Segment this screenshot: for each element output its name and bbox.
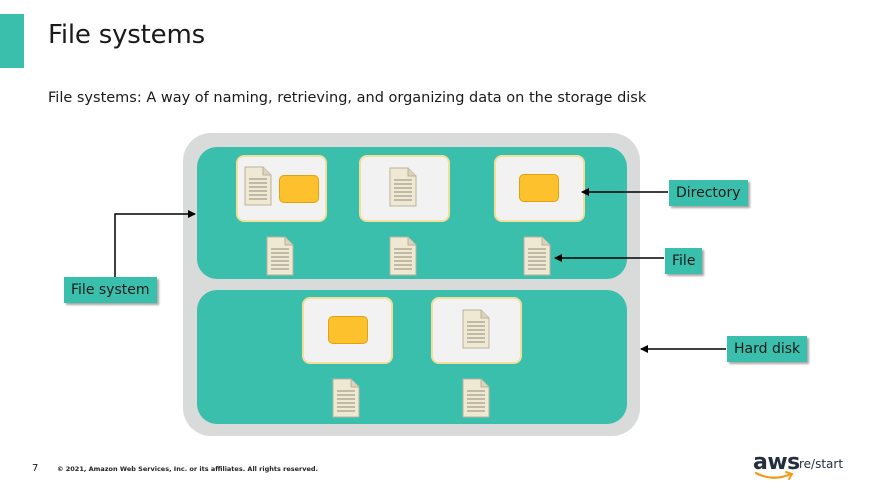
arrow-file-system — [114, 210, 196, 277]
label-hard-disk: Hard disk — [727, 336, 808, 362]
slide-subtitle: File systems: A way of naming, retrievin… — [48, 90, 647, 106]
aws-smile-icon — [754, 471, 794, 480]
logo-restart-text: re/start — [799, 457, 844, 471]
aws-restart-logo: aws re/start — [753, 450, 853, 486]
file-system-panel-bottom — [197, 290, 627, 424]
folder-icon — [328, 316, 368, 344]
slide-title: File systems — [48, 20, 205, 50]
folder-icon — [519, 174, 559, 202]
label-directory: Directory — [669, 180, 748, 206]
label-file-system: File system — [64, 277, 157, 303]
copyright-notice: © 2021, Amazon Web Services, Inc. or its… — [57, 465, 318, 473]
logo-aws-text: aws — [753, 450, 800, 475]
label-file: File — [665, 248, 703, 274]
title-accent-bar — [0, 14, 24, 68]
folder-icon — [279, 175, 319, 203]
page-number: 7 — [32, 463, 39, 474]
